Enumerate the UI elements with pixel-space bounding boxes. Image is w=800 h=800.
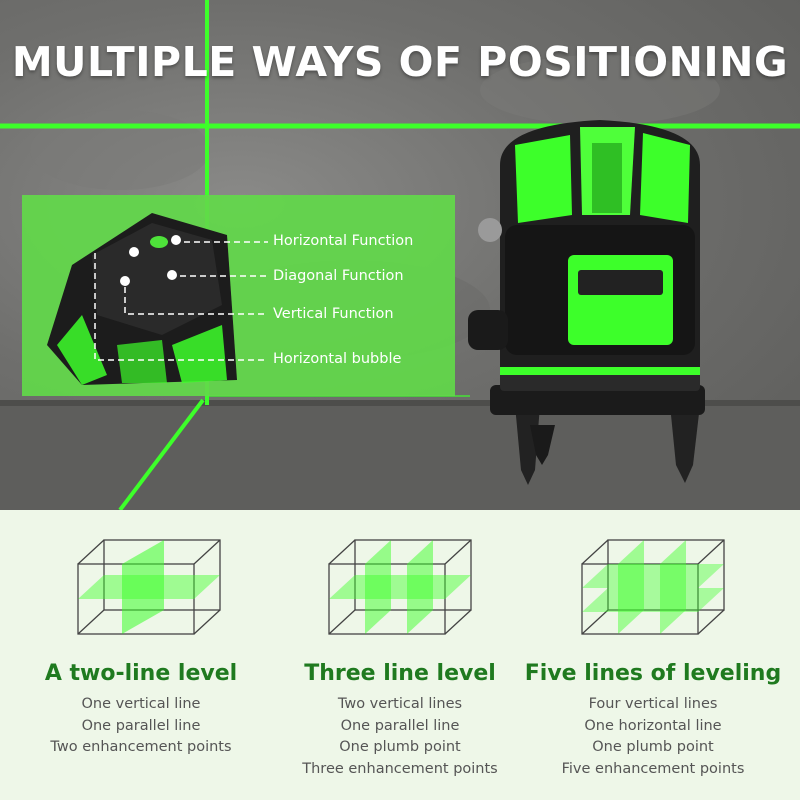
laser-level-device: [468, 120, 705, 485]
feature-line: One horizontal line: [584, 718, 722, 734]
five-line-diagram: [581, 539, 725, 635]
headline: MULTIPLE WAYS OF POSITIONING: [11, 38, 789, 86]
callout-vertical-function: Vertical Function: [273, 306, 394, 322]
vertical-button-icon: [120, 276, 130, 286]
front-green-panel: [568, 255, 673, 345]
callout-diagonal-function: Diagonal Function: [273, 268, 404, 284]
level-title: A two-line level: [44, 661, 238, 686]
adjust-knob: [468, 310, 508, 350]
level-title: Three line level: [304, 661, 496, 686]
bubble-vial-icon: [150, 236, 168, 248]
h-button-icon: [171, 235, 181, 245]
feature-line: One plumb point: [592, 739, 714, 755]
feature-line: Three enhancement points: [302, 761, 498, 777]
callout-horizontal-bubble: Horizontal bubble: [273, 351, 402, 367]
diagonal-button-icon: [167, 270, 177, 280]
feature-line: Four vertical lines: [588, 696, 718, 712]
control-panel-closeup: [47, 213, 268, 385]
top-knob: [478, 218, 502, 242]
hero-photo: MULTIPLE WAYS OF POSITIONING Horizontal …: [0, 0, 800, 510]
three-line-diagram: [328, 539, 472, 635]
laser-window-left: [515, 135, 572, 223]
feature-line: One parallel line: [81, 718, 201, 734]
laser-window-right: [640, 133, 690, 223]
feature-line: Five enhancement points: [561, 761, 745, 777]
laser-floor-line: [118, 398, 205, 510]
level-title: Five lines of leveling: [524, 661, 782, 686]
feature-line: One vertical line: [81, 696, 201, 712]
concrete-wall-background: [0, 0, 800, 510]
feature-line: One parallel line: [340, 718, 460, 734]
feature-line: One plumb point: [339, 739, 461, 755]
horizontal-button-icon: [129, 247, 139, 257]
callout-horizontal-function: Horizontal Function: [273, 233, 414, 249]
two-line-diagram: [77, 539, 221, 635]
feature-line: Two vertical lines: [337, 696, 463, 712]
level-comparison: A two-line level One vertical line One p…: [0, 510, 800, 800]
feature-line: Two enhancement points: [50, 739, 232, 755]
